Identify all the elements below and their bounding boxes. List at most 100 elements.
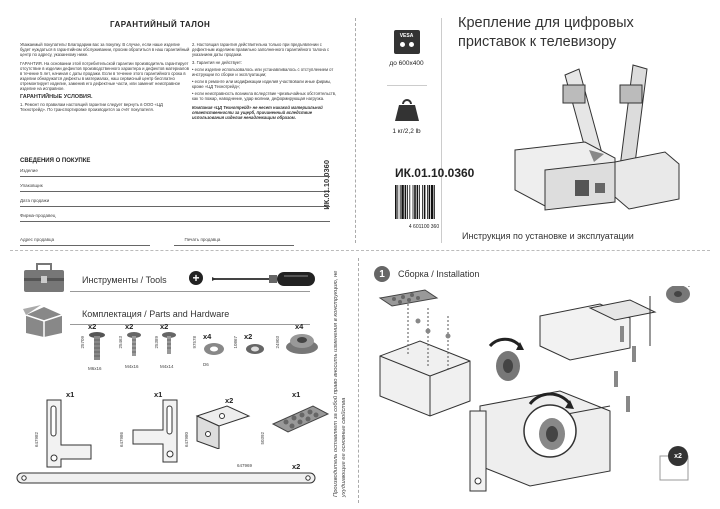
vesa-value: до 600x400: [389, 60, 424, 67]
barcode-bars: [395, 185, 435, 219]
hardware-item: x2 M6x16: [88, 322, 106, 371]
hardware-qty: x4: [295, 322, 304, 331]
cover-title: Крепление для цифровых приставок к телев…: [458, 14, 708, 52]
bracket-code: 50392: [260, 432, 265, 445]
warranty-title: ГАРАНТИЙНЫЙ ТАЛОН: [110, 20, 211, 29]
warranty-col-1: Уважаемый покупатель! Благодарим вас за …: [20, 42, 190, 112]
hardware-item: x2 M4x16: [125, 322, 143, 369]
field-seller: Фирма-продавец: [20, 213, 330, 222]
warranty-guarantee: ГАРАНТИЯ. На основании этой потребительс…: [20, 61, 189, 91]
weight-value: 1 кг/2,2 lb: [392, 128, 421, 135]
step-label: Сборка / Installation: [398, 269, 480, 279]
hardware-code: 25463: [118, 336, 123, 349]
barcode-bar: [419, 185, 420, 219]
bracket-code: 647982: [34, 432, 39, 448]
knob-icon: [286, 334, 318, 354]
warranty-bullet-1: • если изделие использовалось или устана…: [192, 67, 334, 77]
field-seller-address: Адрес продавца: [20, 237, 150, 246]
warranty-liability: Компания «ЦД Технотрейд» не несет никако…: [192, 105, 323, 120]
hardware-item: x4: [285, 322, 319, 360]
barcode-bar: [423, 185, 426, 219]
plus-icon: +: [189, 271, 203, 285]
product-illustration: [514, 64, 680, 211]
hardware-item: x2: [244, 332, 266, 362]
bracket-qty: x2: [225, 396, 234, 405]
strap-code: 647969: [237, 463, 253, 468]
cut-line-vertical-bottom: [358, 258, 359, 503]
warranty-condition-1: 1. Ремонт по правилам настоящей гарантии…: [20, 102, 163, 112]
instruction-title: Инструкция по установке и эксплуатации: [462, 231, 634, 241]
adhesive-pads-icon: [271, 405, 330, 433]
barcode-bar: [434, 185, 435, 219]
purchase-fields: Изделие Упаковщик Дата продажи Фирма-про…: [20, 168, 330, 246]
bracket-code: 647980: [184, 432, 189, 448]
hardware-code: 97578: [192, 336, 197, 349]
barcode-bar: [431, 185, 434, 219]
hardware-size: M6x16: [88, 366, 102, 371]
hardware-qty: x2: [244, 332, 253, 341]
screw-icon: [162, 332, 176, 354]
strap-qty: x2: [292, 462, 301, 471]
barcode-bar: [422, 185, 423, 219]
washer-icon: [204, 343, 224, 355]
stamp-label: Печать продавца: [174, 237, 295, 246]
barcode-bar: [427, 185, 428, 219]
hardware-item: x2 M4x14: [160, 322, 178, 369]
step-badge: 1: [374, 266, 390, 282]
strap-icon: [16, 472, 316, 484]
screwdriver-icon: [212, 272, 315, 286]
warranty-bullet-2: • если в ремонте или модификации изделия…: [192, 79, 332, 89]
hardware-code: 24903: [275, 336, 280, 349]
hardware-row: x2 M6x16 25709 x2 M4x16 25463 x2 M4x14 2…: [80, 322, 325, 377]
field-packer: Упаковщик: [20, 183, 330, 192]
warranty-condition-2: 2. Настоящая гарантия действительна толь…: [192, 42, 330, 57]
barcode-bar: [428, 185, 431, 219]
hardware-qty: x2: [125, 322, 134, 331]
purchase-heading: СВЕДЕНИЯ О ПОКУПКЕ: [20, 158, 91, 164]
field-sale-date: Дата продажи: [20, 198, 330, 207]
spec-column: VESA до 600x400 1 кг/2,2 lb: [372, 18, 442, 243]
hardware-code: 25709: [80, 336, 85, 349]
toolbox-icon: [24, 263, 64, 292]
weight-icon: [394, 98, 420, 122]
barcode-bar: [395, 185, 397, 219]
barcode-number: 4 601100 360: [408, 224, 440, 230]
warranty-condition-3: 3. Гарантия не действует:: [192, 60, 243, 65]
parts-box-icon: [23, 305, 63, 337]
side-note: Производитель оставляет за собой право в…: [333, 270, 347, 497]
bolt-icon: [89, 332, 105, 360]
warranty-vertical-code: ИК.01.10.0360: [322, 160, 331, 210]
parts-label: Комплектация / Parts and Hardware: [82, 309, 230, 319]
vesa-label: VESA: [399, 33, 414, 39]
cut-line-vertical: [355, 18, 356, 243]
nut-icon: [246, 344, 264, 354]
brackets-row: x1 647982 x1 647986 x2 647980 x1 50392: [22, 390, 332, 470]
barcode-bar: [414, 185, 416, 219]
bracket-a-icon: [46, 399, 92, 468]
warranty-conditions-heading: ГАРАНТИЙНЫЕ УСЛОВИЯ.: [20, 94, 93, 100]
cut-line-horizontal: [10, 250, 710, 251]
assembly-diagram: [378, 286, 690, 492]
tools-label: Инструменты / Tools: [82, 275, 167, 285]
corner-plate-icon: [195, 405, 251, 449]
screw-icon: [127, 332, 141, 356]
hardware-size: M4x14: [160, 364, 174, 369]
barcode-bar: [399, 185, 401, 219]
bracket-qty: x1: [154, 390, 163, 399]
barcode-bar: [409, 185, 411, 219]
field-product: Изделие: [20, 168, 330, 177]
barcode: 4 601100 360: [393, 185, 455, 230]
hardware-item: x4 D6: [203, 332, 225, 367]
hardware-qty: x2: [160, 322, 169, 331]
barcode-bar: [404, 185, 407, 219]
hardware-code: 10867: [233, 336, 238, 349]
model-code: ИК.01.10.0360: [395, 166, 475, 180]
hardware-qty: x2: [88, 322, 97, 331]
barcode-bar: [401, 185, 404, 219]
badge-qty: x2: [668, 446, 688, 466]
barcode-bar: [397, 185, 399, 219]
hardware-qty: x4: [203, 332, 212, 341]
cover-title-line-1: Крепление для цифровых: [458, 15, 634, 31]
bracket-code: 647986: [119, 432, 124, 448]
cover-title-line-2: приставок к телевизору: [458, 34, 617, 50]
